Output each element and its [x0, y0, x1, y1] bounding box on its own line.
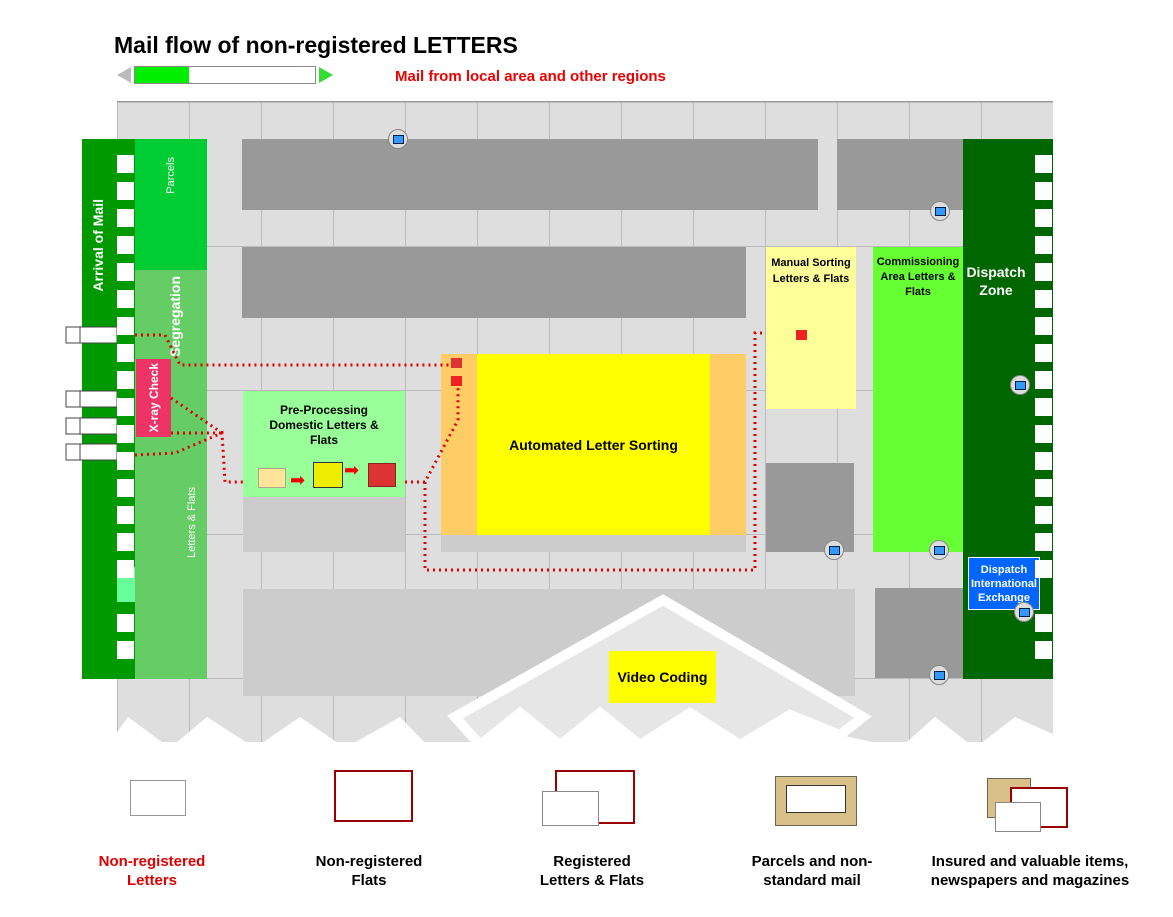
loading-dock [117, 479, 134, 497]
automated-letter-sorting-zone[interactable]: Automated Letter Sorting [441, 354, 746, 535]
commissioning-area-zone[interactable]: Commissioning Area Letters & Flats [873, 247, 963, 552]
legend-label[interactable]: Registered Letters & Flats [539, 853, 645, 889]
loading-dock [1035, 236, 1052, 254]
next-arrow-icon[interactable] [319, 67, 333, 83]
legend-icon-flat[interactable] [334, 770, 413, 822]
loading-dock [117, 506, 134, 524]
machine-block [837, 139, 963, 210]
machine-block [441, 535, 746, 552]
dispatch-international-zone[interactable]: Dispatch International Exchange [968, 557, 1040, 610]
loading-dock [1035, 263, 1052, 281]
loading-dock [1035, 641, 1052, 659]
computer-icon [388, 129, 408, 149]
loading-dock [117, 155, 134, 173]
computer-icon [1014, 602, 1034, 622]
loading-dock [117, 236, 134, 254]
loading-dock [1035, 317, 1052, 335]
manual-sorting-zone[interactable]: Manual Sorting Letters & Flats [766, 247, 856, 409]
legend-icon-registered-letter [542, 791, 599, 826]
legend-icon-insured-letter [995, 802, 1041, 832]
loading-dock [117, 641, 134, 659]
page-title: Mail flow of non-registered LETTERS [114, 32, 518, 58]
legend-label[interactable]: Parcels and non-standard mail [751, 853, 873, 889]
loading-dock [117, 263, 134, 281]
loading-dock [1035, 344, 1052, 362]
machine-block [766, 463, 854, 552]
legend-label[interactable]: Insured and valuable items, newspapers a… [930, 853, 1130, 889]
machine-block [242, 247, 746, 318]
computer-icon [929, 540, 949, 560]
parcels-zone: Parcels [135, 139, 207, 270]
loading-dock [1035, 614, 1052, 632]
loading-dock [117, 425, 134, 443]
progress-bar [134, 66, 316, 84]
machine-block [875, 588, 963, 678]
loading-dock [1035, 290, 1052, 308]
loading-dock [1035, 506, 1052, 524]
progress-control [117, 66, 337, 84]
loading-dock [117, 560, 134, 578]
legend-icon-letter[interactable] [130, 780, 186, 816]
xray-check-zone[interactable]: X-ray Check [136, 359, 171, 437]
computer-icon [824, 540, 844, 560]
legend-label[interactable]: Non-registered Flats [315, 853, 423, 889]
loading-dock [117, 209, 134, 227]
trolley-icon [451, 358, 462, 368]
loading-dock [117, 182, 134, 200]
computer-icon [1010, 375, 1030, 395]
loading-dock [117, 344, 134, 362]
computer-icon [930, 201, 950, 221]
segregation-zone: Segregation [135, 270, 207, 679]
stacker-icon [313, 462, 343, 488]
prev-arrow-icon[interactable] [117, 67, 131, 83]
truck-icons [65, 326, 117, 461]
video-coding-zone[interactable]: Video Coding [609, 651, 716, 703]
legend-icon-parcel[interactable] [775, 776, 857, 826]
loading-dock [1035, 560, 1052, 578]
subtitle: Mail from local area and other regions [395, 68, 666, 85]
legend-label[interactable]: Non-registered Letters [98, 853, 206, 889]
loading-dock [1035, 182, 1052, 200]
arrow-icon: ➡ [290, 470, 306, 490]
loading-dock [117, 614, 134, 632]
loading-dock [1035, 479, 1052, 497]
loading-dock [117, 398, 134, 416]
loading-dock [117, 371, 134, 389]
machine-block [242, 139, 818, 210]
loading-dock [1035, 209, 1052, 227]
computer-icon [929, 665, 949, 685]
loading-dock [117, 317, 134, 335]
progress-fill [135, 67, 189, 83]
loading-dock [1035, 371, 1052, 389]
machine-block [243, 497, 405, 552]
loading-dock [117, 452, 134, 470]
letters-icon [258, 468, 286, 488]
loading-dock [1035, 155, 1052, 173]
loading-dock [1035, 398, 1052, 416]
trolley-icon [451, 376, 462, 386]
trolley-icon [796, 330, 807, 340]
loading-dock [1035, 533, 1052, 551]
loading-dock [117, 290, 134, 308]
loading-dock [1035, 452, 1052, 470]
trolley-icon [368, 463, 396, 487]
arrow-icon: ➡ [344, 460, 360, 480]
loading-dock [1035, 425, 1052, 443]
loading-dock [117, 533, 134, 551]
